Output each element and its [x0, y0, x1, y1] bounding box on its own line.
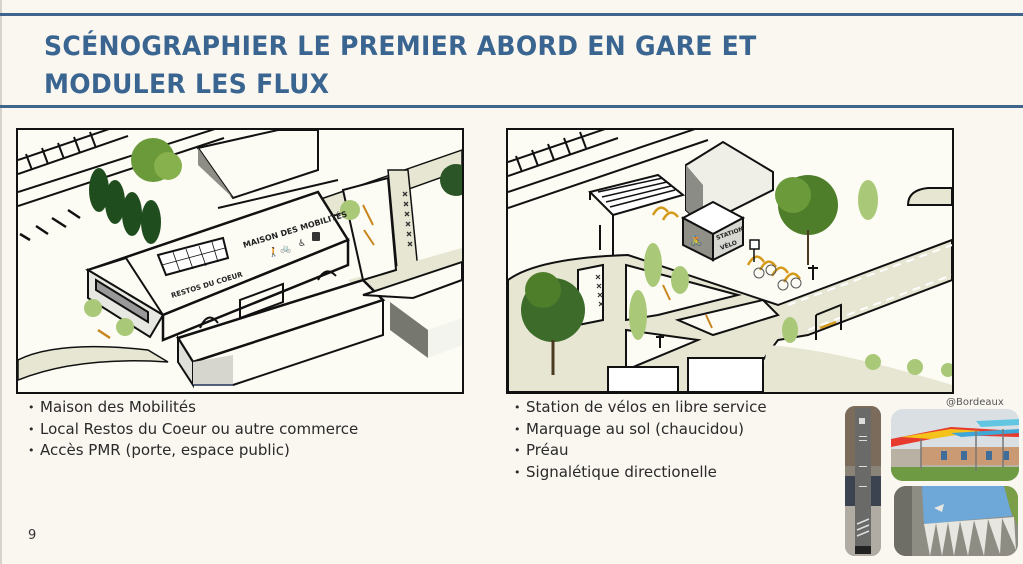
left-bullet-list: Maison des Mobilités Local Restos du Coe…: [28, 397, 358, 462]
colorful-canopy-photo: [891, 409, 1019, 481]
title-line-2: MODULER LES FLUX: [44, 69, 330, 100]
wheelchair-icon: ♿: [298, 239, 306, 249]
page-number: 9: [28, 528, 37, 543]
bullet-item: Maison des Mobilités: [28, 397, 358, 419]
bullet-item: Accès PMR (porte, espace public): [28, 440, 358, 462]
bicycle-icon: 🚲: [280, 244, 291, 254]
title-line-1: SCÉNOGRAPHIER LE PREMIER ABORD EN GARE E…: [44, 31, 757, 62]
bullet-item: Station de vélos en libre service: [514, 397, 767, 419]
ground-marking-photo: [894, 486, 1018, 556]
right-bullet-list: Station de vélos en libre service Marqua…: [514, 397, 767, 483]
header-rule-top: [0, 13, 1023, 16]
station-velo-illustration: 🚴 STATION VÉLO: [506, 128, 954, 394]
bullet-item: Signalétique directionelle: [514, 462, 767, 484]
maison-mobilites-illustration: MAISON DES MOBILITÉS RESTOS DU COEUR 🚶 🚲…: [16, 128, 464, 394]
cyclist-icon: 🚴: [690, 234, 702, 247]
bullet-item: Marquage au sol (chaucidou): [514, 419, 767, 441]
bullet-item: Préau: [514, 440, 767, 462]
header-rule-bottom: [0, 105, 1023, 108]
pedestrian-icon: 🚶: [268, 246, 279, 258]
bullet-item: Local Restos du Coeur ou autre commerce: [28, 419, 358, 441]
directional-sign-photo: [845, 406, 881, 556]
bus-icon: [312, 232, 320, 241]
photo-credit: @Bordeaux: [946, 397, 1004, 408]
slide-title: SCÉNOGRAPHIER LE PREMIER ABORD EN GARE E…: [44, 28, 881, 104]
page-edge: [0, 0, 2, 564]
